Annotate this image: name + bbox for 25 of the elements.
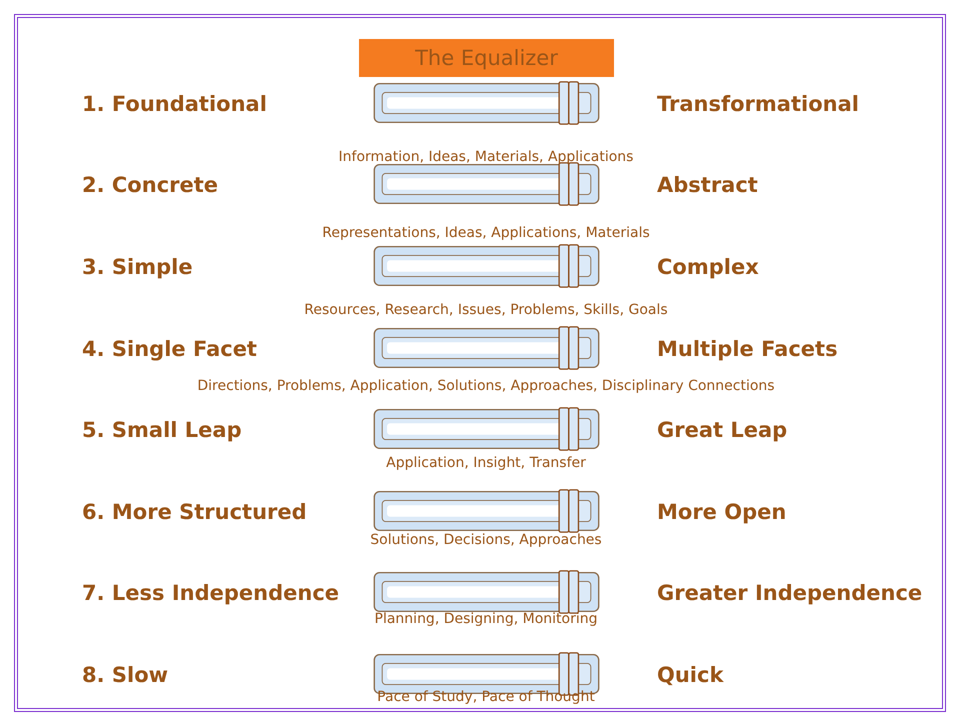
scale-end-label: Quick <box>657 663 724 687</box>
title-banner: The Equalizer <box>359 39 614 77</box>
scale-end-label: Abstract <box>657 173 758 197</box>
scale-end-label: Greater Independence <box>657 581 922 605</box>
scale-start-label: 2. Concrete <box>82 173 218 197</box>
aspect-note: Resources, Research, Issues, Problems, Skills, Goals <box>304 302 668 318</box>
aspect-note: Directions, Problems, Application, Solutions, Approaches, Disciplinary Connections <box>197 378 775 394</box>
scale-start-label: 5. Small Leap <box>82 418 242 442</box>
aspect-note: Application, Insight, Transfer <box>386 455 586 471</box>
scale-start-label: 7. Less Independence <box>82 581 340 605</box>
aspect-note: Pace of Study, Pace of Thought <box>377 689 595 705</box>
scale-end-label: Complex <box>657 255 759 279</box>
aspect-note: Information, Ideas, Materials, Applications <box>338 149 634 165</box>
scale-start-label: 3. Simple <box>82 255 193 279</box>
scale-start-label: 6. More Structured <box>82 500 307 524</box>
scale-start-label: 1. Foundational <box>82 92 267 116</box>
scale-end-label: Transformational <box>657 92 859 116</box>
scale-start-label: 4. Single Facet <box>82 337 257 361</box>
scale-end-label: Multiple Facets <box>657 337 838 361</box>
scale-start-label: 8. Slow <box>82 663 168 687</box>
aspect-note: Representations, Ideas, Applications, Materials <box>322 225 650 241</box>
aspect-note: Planning, Designing, Monitoring <box>374 611 598 627</box>
aspect-note: Solutions, Decisions, Approaches <box>370 532 602 548</box>
scale-end-label: More Open <box>657 500 786 524</box>
scale-end-label: Great Leap <box>657 418 788 442</box>
